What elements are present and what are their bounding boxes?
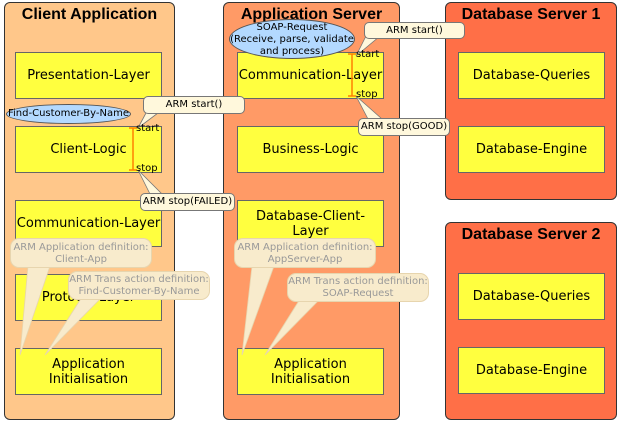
server-application-initialisation: Application Initialisation <box>237 348 384 395</box>
server-app-definition-callout: ARM Application definition: AppServer-Ap… <box>234 238 376 268</box>
layer-label: Communication-Layer <box>238 68 383 83</box>
callout-line-2: Client-App <box>55 254 107 265</box>
client-arm-start-callout: ARM start() <box>143 96 245 114</box>
callout-line-1: ARM Application definition: <box>13 242 149 253</box>
server-communication-layer: Communication-Layer <box>237 52 384 99</box>
client-app-definition-callout: ARM Application definition: Client-App <box>10 238 152 268</box>
init-line-1: Application <box>274 356 347 372</box>
layer-label: Database-Queries <box>472 289 591 304</box>
server-arm-start-callout: ARM start() <box>364 22 465 39</box>
layer-label: Client-Logic <box>50 142 127 157</box>
server-arm-stop-callout: ARM stop(GOOD) <box>358 118 450 136</box>
server-transaction-definition-callout: ARM Trans action definition: SOAP-Reques… <box>287 273 429 302</box>
db2-engine-layer: Database-Engine <box>458 347 605 394</box>
client-transaction-definition-callout: ARM Trans action definition: Find-Custom… <box>68 271 210 300</box>
layer-label: Database-Engine <box>475 363 588 378</box>
database-server-1-title: Database Server 1 <box>461 6 601 23</box>
server-transaction-context-bubble: SOAP-Request (Receive, parse, validate a… <box>229 19 355 59</box>
callout-label: ARM stop(GOOD) <box>360 121 448 132</box>
layer-label: Database-Engine <box>475 142 588 157</box>
server-tx-def-tail <box>264 298 321 356</box>
callout-line-1: ARM Trans action definition: <box>69 274 209 285</box>
client-transaction-context-bubble: Find-Customer-By-Name <box>6 104 131 124</box>
server-stop-label: stop <box>356 89 378 100</box>
client-logic-layer: Client-Logic <box>15 126 162 173</box>
layer-label: Database-Client-Layer <box>255 208 366 239</box>
callout-label: ARM start() <box>165 99 223 110</box>
database-server-2-title: Database Server 2 <box>461 226 601 243</box>
client-presentation-layer: Presentation-Layer <box>15 52 162 99</box>
client-application-initialisation: Application Initialisation <box>15 348 162 395</box>
server-app-def-tail <box>241 265 275 356</box>
layer-label: Communication-Layer <box>16 216 161 231</box>
callout-line-2: SOAP-Request <box>322 288 394 299</box>
server-database-client-layer: Database-Client-Layer <box>237 200 384 247</box>
layer-label: Database-Queries <box>472 68 591 83</box>
context-label: Find-Customer-By-Name <box>8 108 129 119</box>
client-start-label: start <box>136 123 160 134</box>
init-line-1: Application <box>52 356 125 372</box>
db1-queries-layer: Database-Queries <box>458 52 605 99</box>
init-line-2: Initialisation <box>270 371 351 387</box>
server-start-label: start <box>356 49 380 60</box>
layer-label: Business-Logic <box>262 142 359 157</box>
init-line-2: Initialisation <box>48 371 129 387</box>
callout-label: ARM start() <box>386 25 443 36</box>
callout-label: ARM stop(FAILED) <box>142 196 233 207</box>
client-tx-def-tail <box>44 296 103 356</box>
context-line-1: SOAP-Request <box>256 22 328 33</box>
layer-label: Presentation-Layer <box>27 68 150 83</box>
db1-engine-layer: Database-Engine <box>458 126 605 173</box>
client-stop-label: stop <box>136 163 158 174</box>
client-app-def-tail <box>19 265 51 356</box>
callout-line-2: AppServer-App <box>267 254 343 265</box>
db2-queries-layer: Database-Queries <box>458 273 605 320</box>
context-line-2: (Receive, parse, validate <box>230 34 354 45</box>
client-arm-stop-callout: ARM stop(FAILED) <box>140 193 235 211</box>
callout-line-2: Find-Customer-By-Name <box>78 286 200 297</box>
client-application-title: Client Application <box>21 6 158 23</box>
context-line-3: and process) <box>259 46 325 57</box>
callout-line-1: ARM Application definition: <box>237 242 373 253</box>
callout-line-1: ARM Trans action definition: <box>288 276 428 287</box>
